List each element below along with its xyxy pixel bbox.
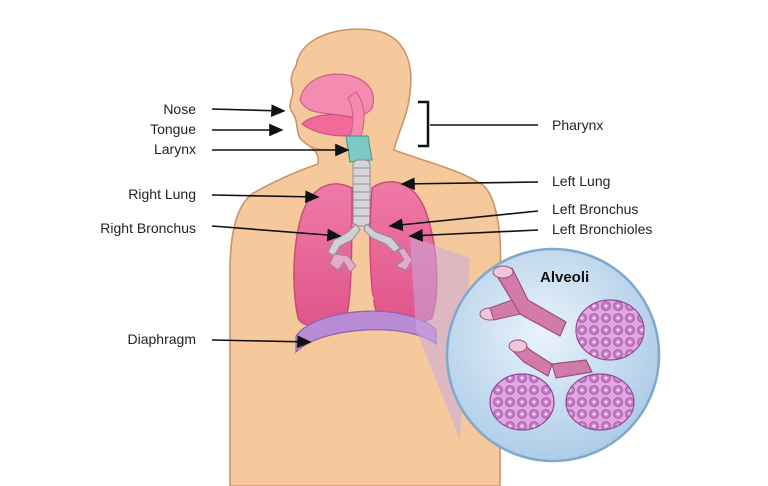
label-diaphragm: Diaphragm — [128, 331, 196, 347]
alveoli-cluster-upper-right — [575, 299, 645, 361]
bronchi — [327, 223, 413, 273]
leader-arrows — [211, 104, 539, 349]
tube-left-stub — [489, 299, 521, 321]
arrow-right-lung — [211, 190, 320, 204]
right-bronchioles-shape — [329, 253, 357, 273]
label-alveoli: Alveoli — [540, 269, 589, 286]
label-nose: Nose — [163, 101, 196, 117]
arrow-left-lung — [400, 177, 539, 191]
arrow-left-bronchus — [388, 210, 539, 232]
tube-opening-top — [492, 265, 514, 279]
label-left-bronchus: Left Bronchus — [552, 201, 638, 217]
label-pharynx: Pharynx — [552, 117, 603, 133]
label-left-lung: Left Lung — [552, 173, 610, 189]
arrow-right-bronchus — [211, 225, 342, 242]
arrow-nose — [211, 104, 286, 118]
label-right-lung: Right Lung — [128, 186, 196, 202]
label-left-bronchioles: Left Bronchioles — [552, 221, 652, 237]
left-bronchioles-shape — [394, 247, 413, 271]
label-tongue: Tongue — [150, 121, 196, 137]
pharynx-bracket — [418, 100, 430, 148]
head-airways — [299, 73, 374, 139]
alveoli-cluster-lower-right — [565, 373, 635, 431]
alveoli-magnifier — [445, 247, 661, 463]
larynx-shape — [345, 135, 373, 163]
labels: Nose Tongue Larynx Right Lung Right Bron… — [100, 101, 652, 347]
heart-notch — [356, 250, 374, 300]
label-right-bronchus: Right Bronchus — [100, 220, 196, 236]
alveoli-cluster-lower-left — [489, 373, 555, 431]
label-larynx: Larynx — [154, 141, 196, 157]
arrow-diaphragm — [211, 335, 312, 349]
trachea-rings — [353, 167, 370, 217]
tube-opening-lower — [508, 339, 528, 353]
arrow-left-bronchioles — [408, 229, 539, 242]
left-bronchus-shape — [363, 223, 401, 253]
bronchiole-tube-branch — [551, 359, 593, 379]
larynx-trachea — [345, 135, 373, 227]
